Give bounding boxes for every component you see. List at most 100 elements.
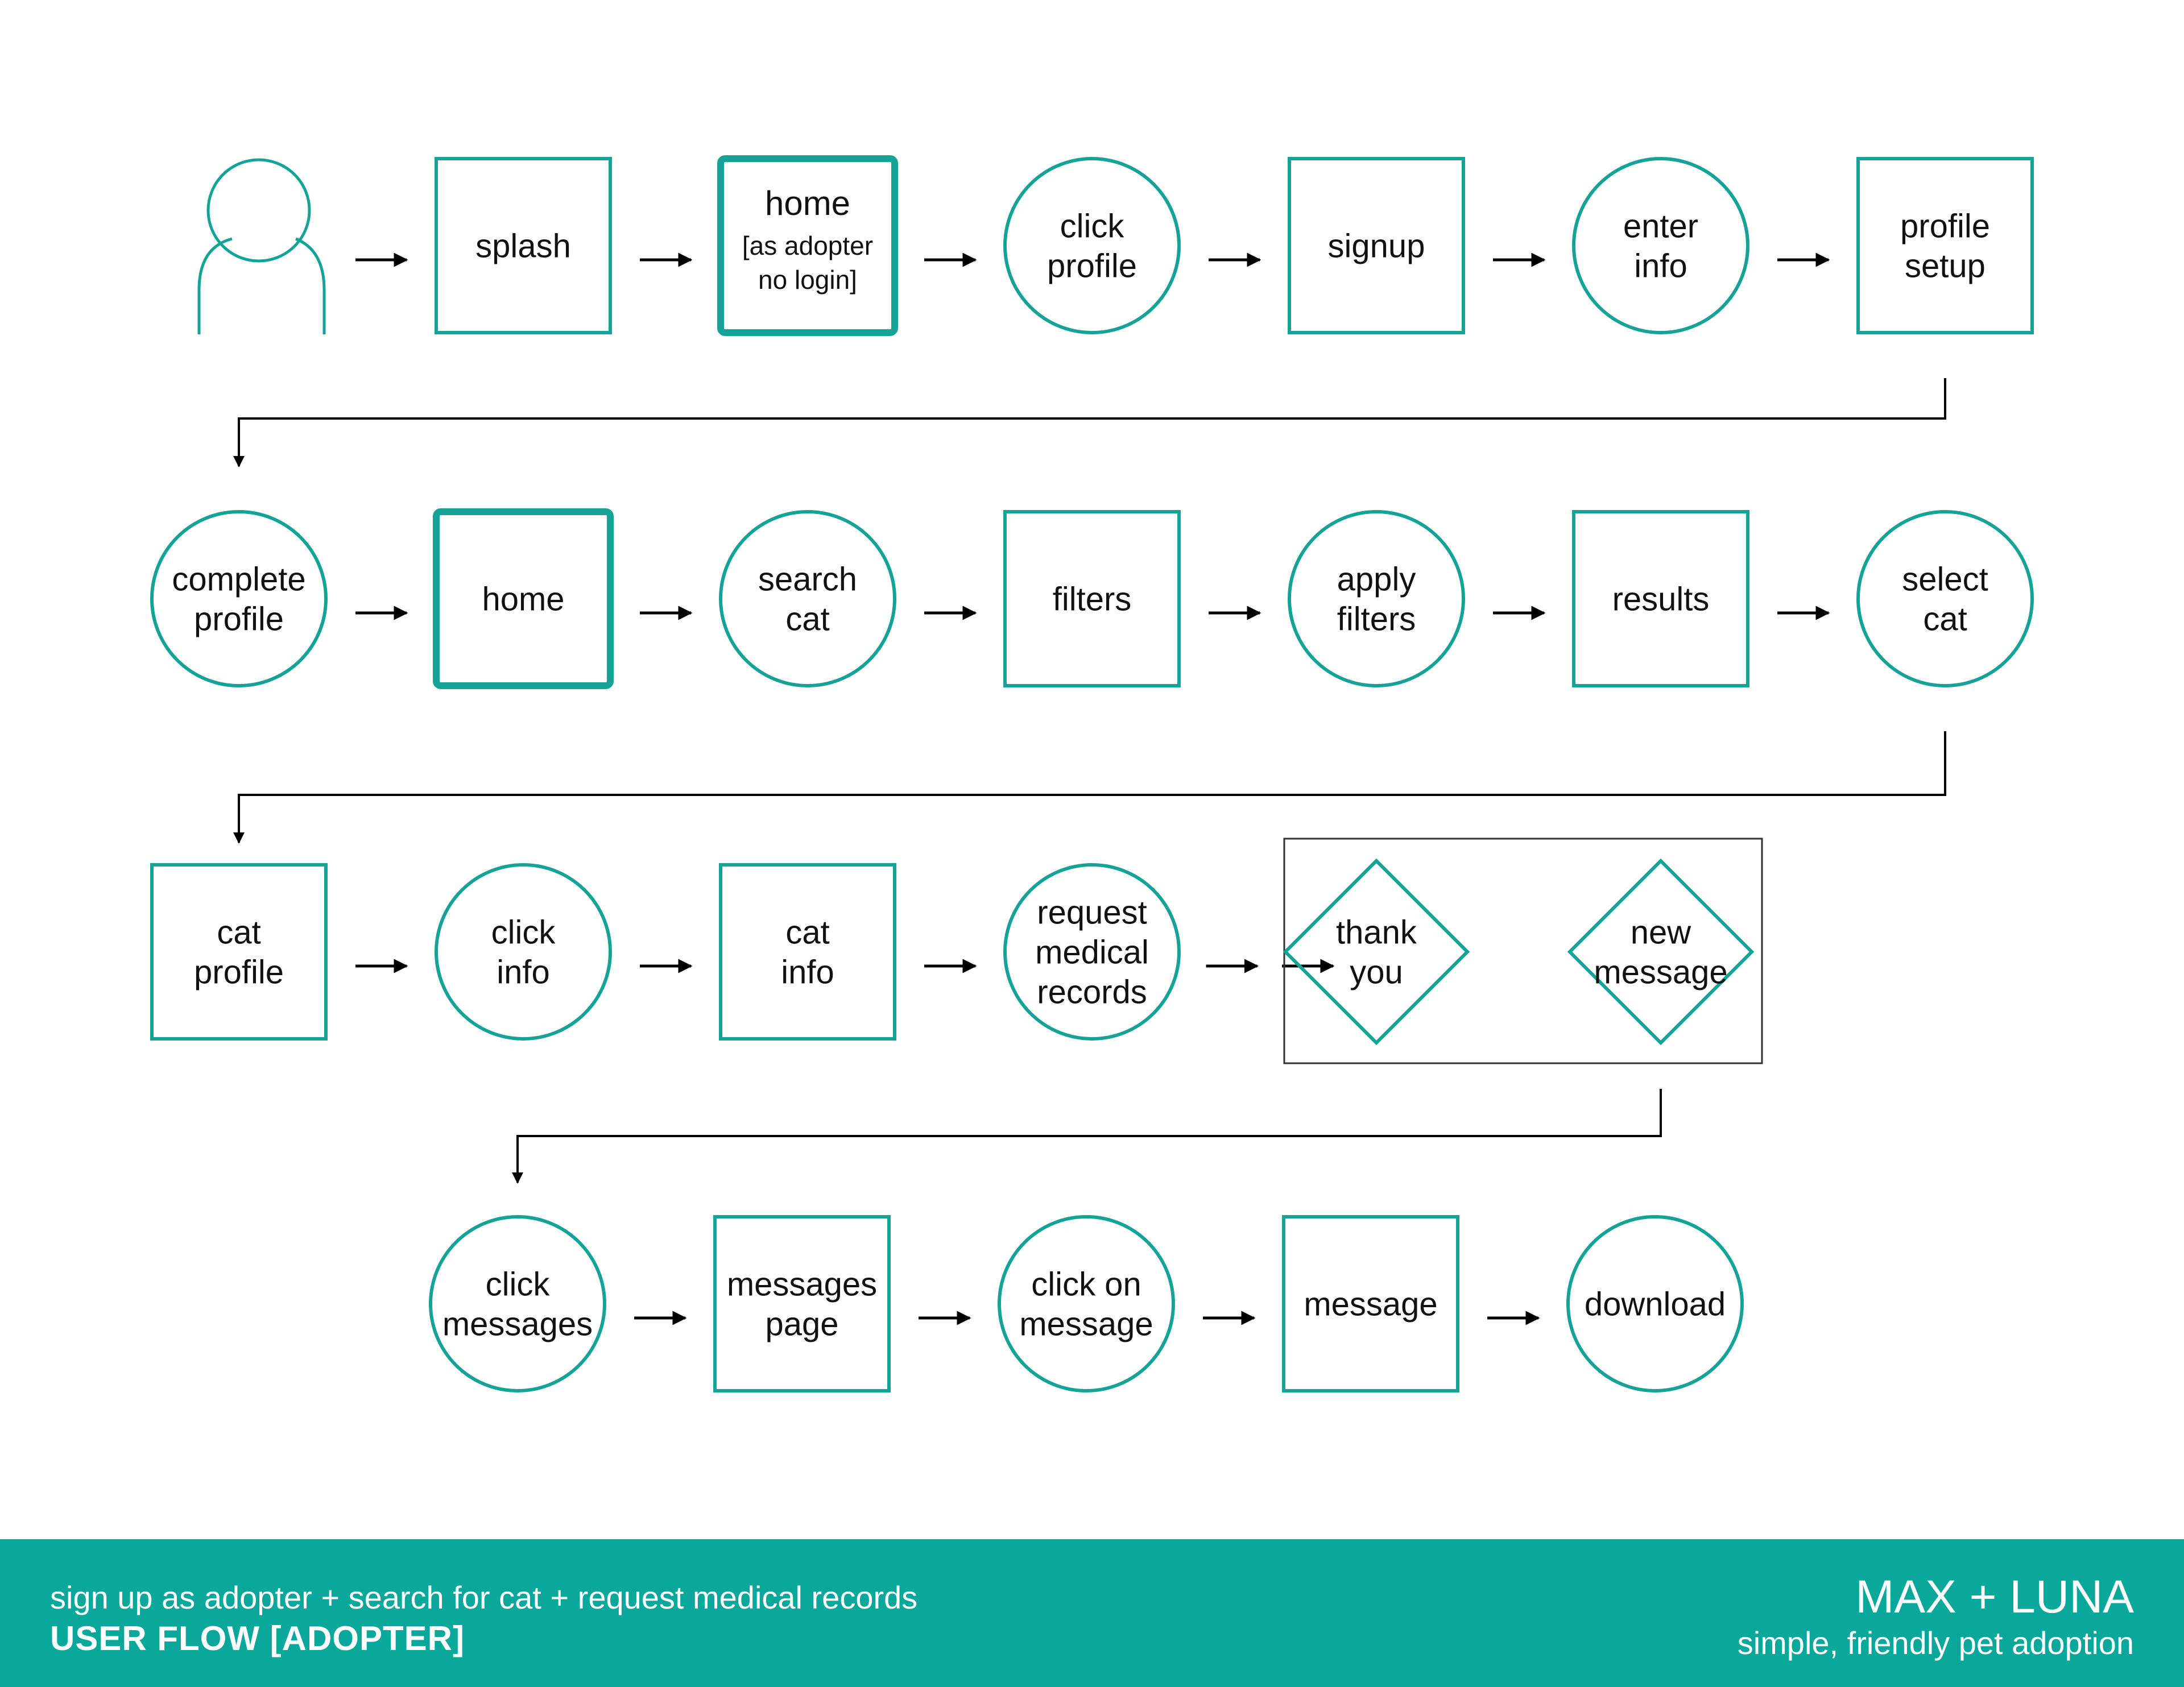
download-label-line: download <box>1585 1286 1726 1323</box>
message-box <box>1282 1215 1459 1392</box>
footer-bar: sign up as adopter + search for cat + re… <box>0 1539 2184 1687</box>
splash-box <box>435 157 612 334</box>
request-medical-records-label-line: records <box>1037 973 1147 1010</box>
click-profile-circle <box>1003 157 1181 334</box>
cat-info-label-line: info <box>781 954 834 990</box>
filters-box <box>1003 510 1181 687</box>
messages-page-box <box>713 1215 891 1392</box>
node-user <box>197 158 326 334</box>
message-label-line: message <box>1304 1286 1437 1323</box>
select-cat-label-line: cat <box>1923 600 1967 637</box>
filters-label: filters <box>1053 581 1132 617</box>
flow-title: USER FLOW [ADOPTER] <box>50 1619 465 1657</box>
new-message-diamond <box>1567 858 1755 1046</box>
user-icon <box>197 158 326 334</box>
search-cat-label-line: cat <box>785 600 829 637</box>
click-info-label-line: info <box>497 954 550 990</box>
click-on-message-label-line: message <box>1019 1305 1153 1342</box>
results-box <box>1572 510 1749 687</box>
edge-outcome-group-to-click-messages <box>512 1089 1662 1184</box>
complete-profile-label-line: complete <box>172 561 305 598</box>
splash-label: splash <box>475 227 571 264</box>
message-label: message <box>1304 1286 1437 1323</box>
home-guest-box <box>717 155 898 336</box>
enter-info-circle <box>1572 157 1749 334</box>
thank-you-diamond <box>1283 858 1470 1046</box>
enter-info-label-line: enter <box>1623 208 1698 244</box>
apply-filters-label-line: filters <box>1337 600 1416 637</box>
node-home: home <box>433 508 614 689</box>
download-circle <box>1566 1215 1744 1392</box>
apply-filters-label-line: apply <box>1337 561 1416 598</box>
node-home-guest: home [as adopter no login] <box>717 155 898 336</box>
apply-filters-circle <box>1288 510 1465 687</box>
splash-label-line: splash <box>475 227 571 264</box>
click-info-circle <box>435 863 612 1041</box>
home-guest-label-line: no login] <box>758 265 857 295</box>
results-label: results <box>1612 581 1710 617</box>
node-splash: splash <box>435 157 612 334</box>
home-guest-label-line: [as adopter <box>742 231 873 260</box>
click-messages-label-line: click <box>486 1266 551 1303</box>
node-message: message <box>1282 1215 1459 1392</box>
messages-page-label-line: page <box>765 1305 838 1342</box>
groups-layer <box>1283 838 1763 1064</box>
node-signup: signup <box>1288 157 1465 334</box>
node-filters: filters <box>1003 510 1181 687</box>
thank-you-label-line: thank <box>1336 914 1417 951</box>
filters-label-line: filters <box>1053 581 1132 617</box>
click-info-label-line: click <box>491 914 556 951</box>
complete-profile-circle <box>150 510 328 687</box>
click-messages-circle <box>429 1215 606 1392</box>
thank-you-label-line: you <box>1350 954 1403 990</box>
brand-name: MAX + LUNA <box>1855 1571 2134 1623</box>
profile-setup-label-line: profile <box>1900 208 1990 244</box>
group-outcome-group <box>1283 838 1763 1064</box>
cat-profile-label-line: cat <box>217 914 260 951</box>
click-on-message-label-line: click on <box>1031 1266 1141 1303</box>
download-label: download <box>1585 1286 1726 1323</box>
edge-select-cat-to-cat-profile <box>233 731 1946 844</box>
enter-info-label-line: info <box>1634 247 1687 284</box>
cat-profile-label-line: profile <box>194 954 284 990</box>
new-message-label-line: new <box>1631 914 1692 951</box>
signup-label: signup <box>1328 227 1425 264</box>
messages-page-label-line: messages <box>727 1266 877 1303</box>
request-medical-records-label-line: medical <box>1035 934 1149 971</box>
home-guest-label-line: home <box>765 184 850 222</box>
request-medical-records-label-line: request <box>1037 894 1147 931</box>
cat-profile-box <box>150 863 328 1041</box>
click-profile-label-line: click <box>1060 208 1125 244</box>
edges-layer <box>233 252 1946 1325</box>
click-on-message-circle <box>998 1215 1175 1392</box>
profile-setup-box <box>1856 157 2034 334</box>
search-cat-circle <box>719 510 896 687</box>
cat-info-label-line: cat <box>785 914 829 951</box>
